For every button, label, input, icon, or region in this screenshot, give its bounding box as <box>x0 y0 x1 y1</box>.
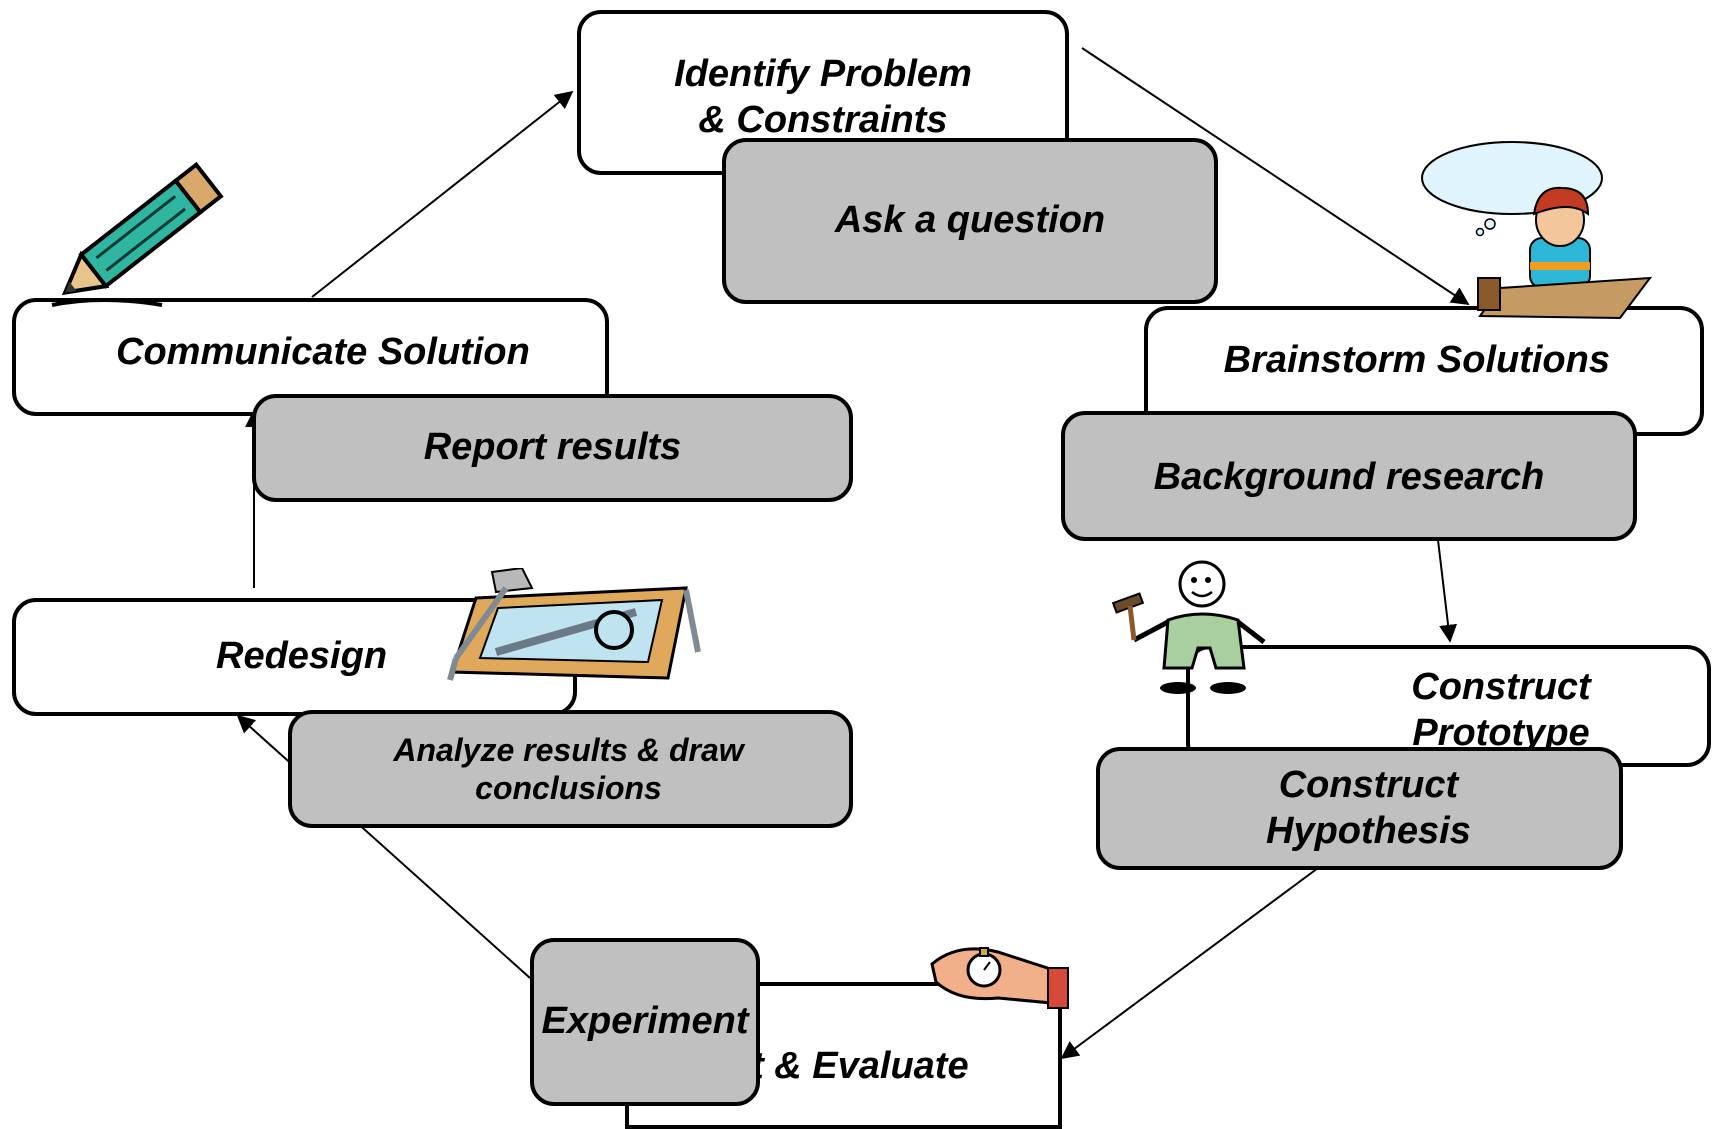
step-experiment-label: Experiment <box>541 1000 749 1043</box>
step-construct-prototype-label: Construct Prototype <box>1411 666 1591 754</box>
thinking-student-icon <box>1420 138 1660 320</box>
stopwatch-hand-icon <box>928 938 1070 1030</box>
step-background-research-label: Background research <box>1153 456 1545 499</box>
step-analyze-results: Analyze results & draw conclusions <box>288 710 853 828</box>
step-redesign-label: Redesign <box>216 635 388 678</box>
step-brainstorm-solutions-label: Brainstorm Solutions <box>1223 339 1610 382</box>
step-ask-question-label: Ask a question <box>834 199 1106 242</box>
arrow-identify-to-brainstorm <box>1081 47 1470 305</box>
step-identify-problem-label: Identify Problem & Constraints <box>674 53 972 141</box>
arrow-communicate-to-identify <box>311 90 574 298</box>
step-construct-hypothesis-label: Construct Hypothesis <box>1266 763 1471 852</box>
step-experiment: Experiment <box>530 938 760 1106</box>
step-analyze-results-label: Analyze results & draw conclusions <box>393 731 744 806</box>
pencil-ruler-icon <box>42 155 242 315</box>
arrow-experiment-to-redesign <box>236 714 531 979</box>
arrow-hypothesis-to-test <box>1060 867 1319 1060</box>
step-report-results-label: Report results <box>423 426 682 469</box>
step-construct-hypothesis: Construct Hypothesis <box>1096 747 1623 870</box>
handyman-icon <box>1098 558 1278 698</box>
step-background-research: Background research <box>1061 411 1637 541</box>
step-report-results: Report results <box>252 394 853 502</box>
step-communicate-solution-label: Communicate Solution <box>116 331 530 374</box>
step-ask-question: Ask a question <box>722 138 1218 304</box>
arrow-background-to-prototype <box>1437 539 1458 643</box>
drafting-table-icon <box>436 568 708 692</box>
